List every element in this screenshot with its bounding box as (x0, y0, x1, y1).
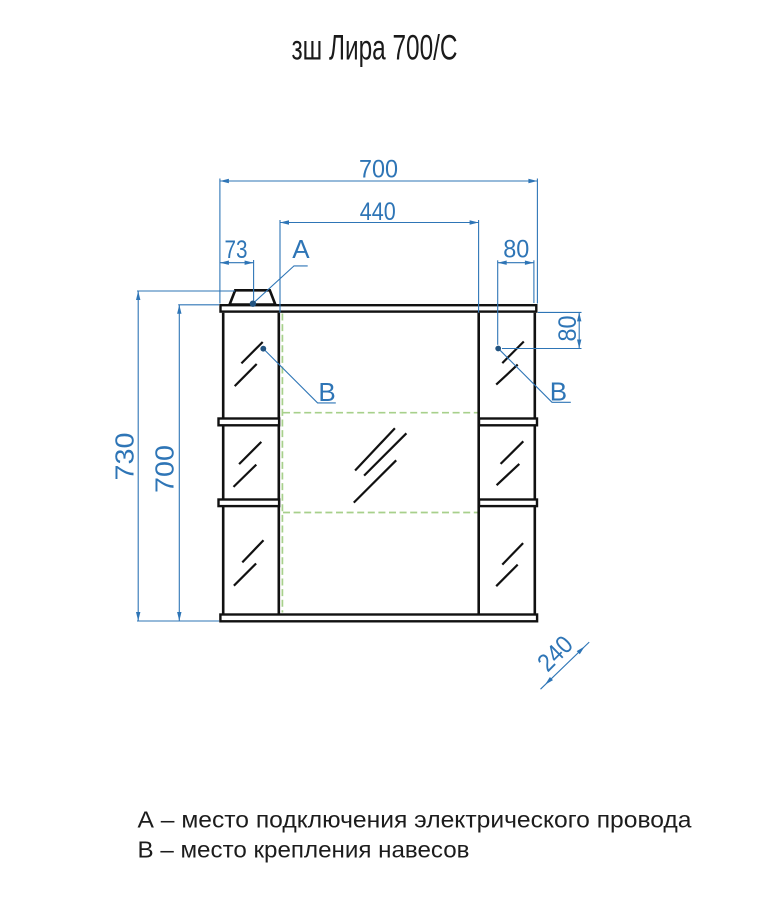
svg-text:B: B (550, 376, 567, 406)
svg-text:А – место подключения электрич: А – место подключения электрического про… (138, 806, 693, 832)
svg-text:700: 700 (359, 156, 398, 184)
svg-text:80: 80 (554, 316, 582, 342)
svg-text:зш Лира 700/С: зш Лира 700/С (292, 29, 458, 68)
svg-text:700: 700 (150, 445, 180, 493)
svg-text:730: 730 (109, 433, 139, 481)
svg-text:B: B (318, 377, 335, 407)
svg-text:440: 440 (360, 198, 396, 226)
svg-text:80: 80 (503, 236, 529, 264)
svg-text:В – место крепления навесов: В – место крепления навесов (138, 837, 470, 863)
svg-text:A: A (292, 234, 310, 264)
svg-text:73: 73 (225, 236, 248, 264)
